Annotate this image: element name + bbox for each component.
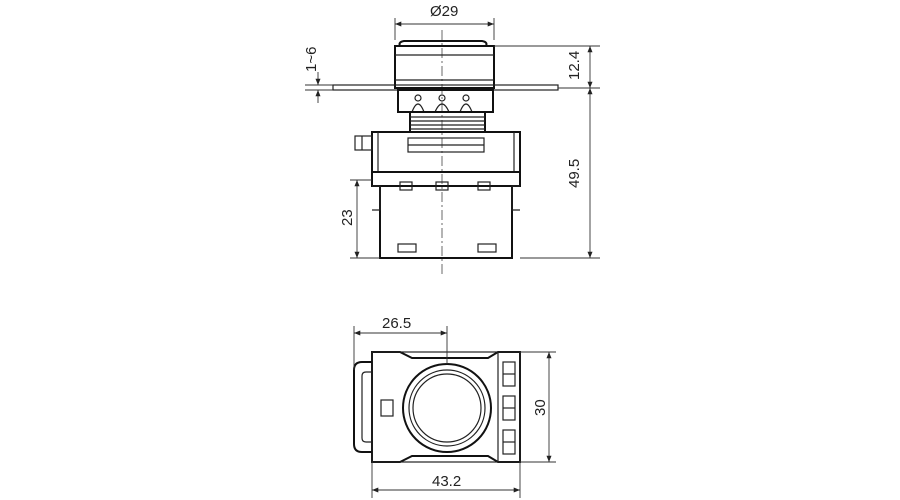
dimension-offset-width: 26.5 bbox=[353, 315, 448, 370]
dimension-head-height: 12.4 bbox=[494, 45, 600, 89]
label-head-height: 12.4 bbox=[566, 51, 583, 80]
contact-block bbox=[371, 171, 521, 259]
label-panel-thickness: 1~6 bbox=[303, 47, 320, 72]
label-contact-block-height: 23 bbox=[339, 209, 356, 226]
side-clip bbox=[353, 361, 394, 453]
label-body-depth: 30 bbox=[532, 399, 549, 416]
label-offset-width: 26.5 bbox=[382, 315, 411, 332]
dimension-body-width: 43.2 bbox=[371, 462, 521, 498]
label-body-width: 43.2 bbox=[432, 473, 461, 490]
dimension-contact-block-height: 23 bbox=[339, 179, 380, 259]
side-view: Ø29 1~6 12.4 49.5 23 bbox=[303, 3, 600, 275]
dimension-panel-thickness: 1~6 bbox=[303, 47, 333, 103]
adapter-frame bbox=[354, 131, 521, 173]
terminal-slots bbox=[502, 361, 516, 455]
round-button-head bbox=[402, 363, 492, 453]
locking-ring bbox=[397, 89, 494, 113]
bottom-view: 26.5 43.2 30 bbox=[353, 315, 556, 498]
label-total-height: 49.5 bbox=[566, 159, 583, 188]
label-head-diameter: Ø29 bbox=[430, 3, 458, 20]
dimension-head-diameter: Ø29 bbox=[394, 3, 495, 40]
dimension-total-height: 49.5 bbox=[520, 88, 600, 259]
threaded-shaft bbox=[409, 111, 486, 133]
dimension-body-depth: 30 bbox=[520, 351, 556, 463]
button-head bbox=[394, 40, 495, 89]
